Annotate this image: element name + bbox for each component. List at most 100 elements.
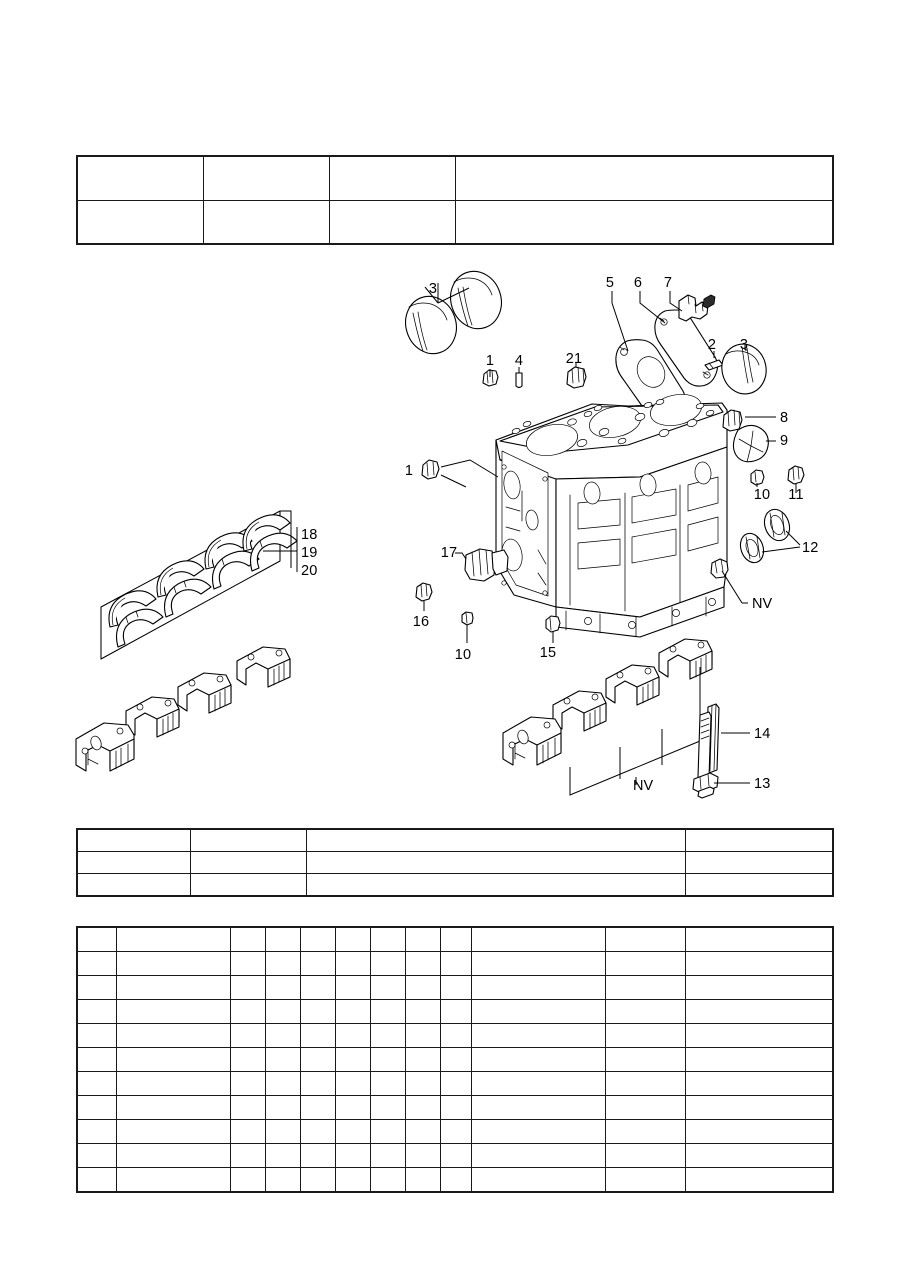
parts-cell[interactable] [471, 1071, 606, 1096]
ref-cell[interactable] [306, 873, 686, 896]
header-cell[interactable] [329, 200, 456, 244]
header-cell[interactable] [455, 156, 833, 201]
parts-cell[interactable] [440, 1023, 472, 1048]
parts-cell[interactable] [335, 1047, 371, 1072]
parts-cell[interactable] [77, 927, 117, 952]
parts-cell[interactable] [116, 1119, 231, 1144]
parts-cell[interactable] [605, 1071, 686, 1096]
parts-cell[interactable] [605, 951, 686, 976]
parts-cell[interactable] [440, 951, 472, 976]
parts-cell[interactable] [440, 975, 472, 1000]
parts-cell[interactable] [300, 951, 336, 976]
ref-cell[interactable] [77, 873, 191, 896]
parts-cell[interactable] [77, 951, 117, 976]
parts-cell[interactable] [405, 927, 441, 952]
parts-cell[interactable] [335, 1071, 371, 1096]
parts-cell[interactable] [605, 1143, 686, 1168]
parts-cell[interactable] [335, 951, 371, 976]
parts-cell[interactable] [471, 951, 606, 976]
parts-cell[interactable] [685, 1095, 833, 1120]
parts-cell[interactable] [265, 1167, 301, 1192]
parts-cell[interactable] [685, 951, 833, 976]
parts-cell[interactable] [77, 975, 117, 1000]
parts-cell[interactable] [605, 927, 686, 952]
parts-cell[interactable] [300, 927, 336, 952]
parts-cell[interactable] [116, 1095, 231, 1120]
parts-cell[interactable] [440, 1047, 472, 1072]
parts-cell[interactable] [116, 1167, 231, 1192]
parts-cell[interactable] [471, 927, 606, 952]
parts-cell[interactable] [440, 999, 472, 1024]
parts-cell[interactable] [440, 927, 472, 952]
parts-cell[interactable] [116, 927, 231, 952]
header-cell[interactable] [455, 200, 833, 244]
parts-cell[interactable] [405, 1095, 441, 1120]
ref-cell[interactable] [190, 851, 307, 874]
parts-cell[interactable] [230, 1023, 266, 1048]
parts-cell[interactable] [300, 1071, 336, 1096]
parts-cell[interactable] [605, 1095, 686, 1120]
parts-cell[interactable] [370, 927, 406, 952]
parts-cell[interactable] [471, 975, 606, 1000]
parts-cell[interactable] [685, 1119, 833, 1144]
parts-cell[interactable] [405, 951, 441, 976]
parts-cell[interactable] [265, 1071, 301, 1096]
parts-cell[interactable] [685, 1167, 833, 1192]
ref-cell[interactable] [190, 829, 307, 852]
parts-cell[interactable] [300, 1095, 336, 1120]
parts-cell[interactable] [405, 1119, 441, 1144]
parts-cell[interactable] [300, 1119, 336, 1144]
parts-cell[interactable] [471, 1143, 606, 1168]
parts-cell[interactable] [370, 1119, 406, 1144]
parts-cell[interactable] [77, 999, 117, 1024]
parts-cell[interactable] [605, 1023, 686, 1048]
parts-cell[interactable] [265, 1095, 301, 1120]
parts-cell[interactable] [77, 1047, 117, 1072]
parts-cell[interactable] [77, 1095, 117, 1120]
ref-cell[interactable] [306, 829, 686, 852]
parts-cell[interactable] [335, 1119, 371, 1144]
parts-cell[interactable] [230, 999, 266, 1024]
parts-cell[interactable] [685, 1023, 833, 1048]
parts-cell[interactable] [77, 1119, 117, 1144]
parts-cell[interactable] [116, 1071, 231, 1096]
parts-cell[interactable] [440, 1119, 472, 1144]
parts-cell[interactable] [300, 975, 336, 1000]
parts-cell[interactable] [685, 999, 833, 1024]
parts-cell[interactable] [300, 1143, 336, 1168]
parts-cell[interactable] [471, 1047, 606, 1072]
header-cell[interactable] [77, 200, 204, 244]
parts-cell[interactable] [77, 1023, 117, 1048]
parts-cell[interactable] [405, 975, 441, 1000]
parts-cell[interactable] [265, 951, 301, 976]
parts-cell[interactable] [335, 1095, 371, 1120]
parts-cell[interactable] [300, 999, 336, 1024]
parts-cell[interactable] [471, 1119, 606, 1144]
parts-cell[interactable] [230, 1095, 266, 1120]
parts-cell[interactable] [230, 927, 266, 952]
parts-cell[interactable] [370, 1047, 406, 1072]
parts-cell[interactable] [230, 1047, 266, 1072]
parts-cell[interactable] [605, 999, 686, 1024]
parts-cell[interactable] [405, 1143, 441, 1168]
parts-cell[interactable] [335, 927, 371, 952]
ref-cell[interactable] [685, 873, 833, 896]
parts-cell[interactable] [405, 1167, 441, 1192]
ref-cell[interactable] [77, 829, 191, 852]
ref-cell[interactable] [77, 851, 191, 874]
parts-cell[interactable] [685, 975, 833, 1000]
parts-cell[interactable] [471, 1095, 606, 1120]
parts-cell[interactable] [471, 999, 606, 1024]
parts-cell[interactable] [685, 1047, 833, 1072]
parts-cell[interactable] [230, 975, 266, 1000]
parts-cell[interactable] [471, 1023, 606, 1048]
parts-cell[interactable] [335, 1167, 371, 1192]
parts-cell[interactable] [77, 1167, 117, 1192]
parts-cell[interactable] [230, 1143, 266, 1168]
parts-cell[interactable] [685, 927, 833, 952]
parts-cell[interactable] [440, 1071, 472, 1096]
parts-cell[interactable] [685, 1143, 833, 1168]
ref-cell[interactable] [306, 851, 686, 874]
parts-cell[interactable] [265, 1143, 301, 1168]
ref-cell[interactable] [190, 873, 307, 896]
